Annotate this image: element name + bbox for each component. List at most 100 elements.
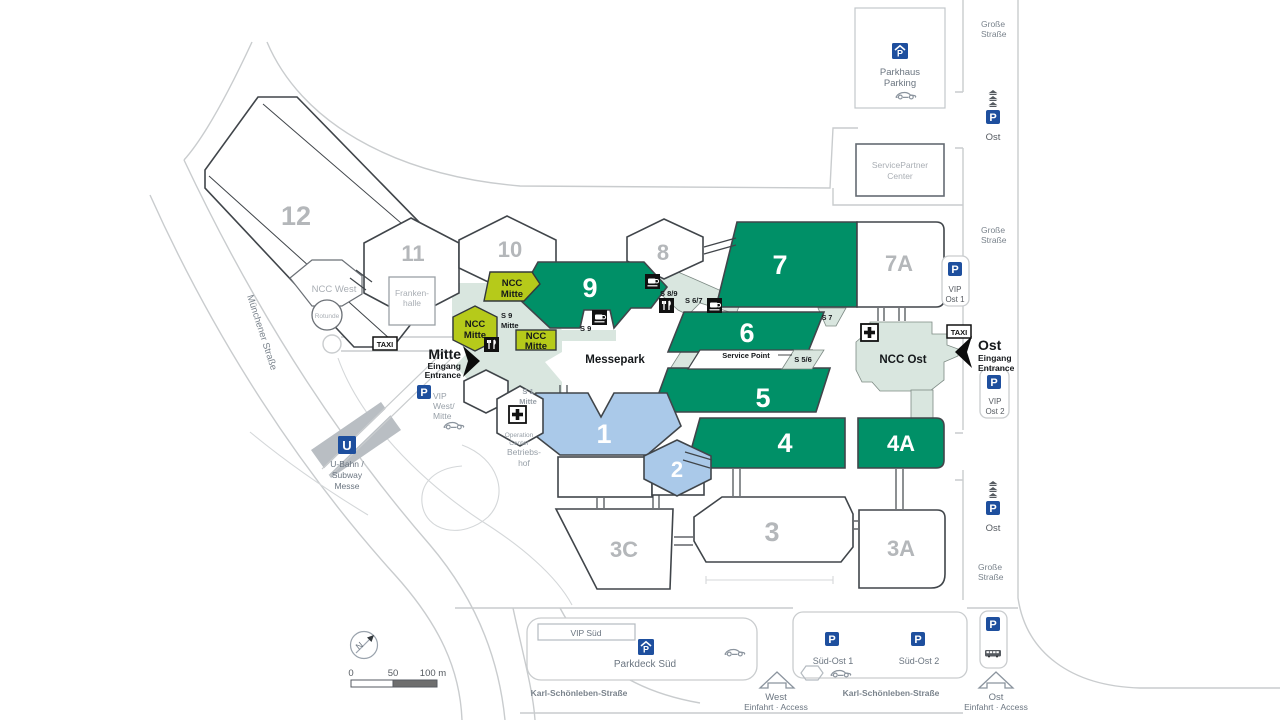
ncc-mitte-rect-l2: Mitte (525, 341, 547, 352)
vip-ost2-l2: Ost 2 (985, 407, 1005, 416)
hall-connectors (559, 237, 906, 546)
ost-entrance-eingang: Eingang (978, 353, 1012, 363)
hall-8-label: 8 (657, 240, 669, 265)
hall-1-shape (522, 392, 682, 456)
hall-3c-shape (554, 508, 674, 590)
ncc-mitte-hex-l1: NCC (465, 319, 486, 330)
hall-5-shape (650, 367, 832, 413)
s9-mitte-l2: Mitte (501, 321, 519, 330)
compass-north: N (354, 640, 365, 652)
parking-icon-vip-ost2 (987, 375, 1001, 390)
ncc-mitte-north (483, 271, 541, 302)
chevrons-icon (988, 90, 998, 107)
hall-4a-label: 4A (887, 431, 915, 456)
grosse-strasse-3-l1: Große (978, 562, 1002, 572)
hall-3-label: 3 (764, 517, 779, 547)
karl-strasse-west-label: Karl-Schönleben-Straße (531, 688, 628, 698)
s89-label: S 8/9 (660, 289, 678, 298)
halls (204, 96, 946, 590)
ost-access-arrow (977, 671, 1015, 689)
ost-entrance-entrance: Entrance (978, 363, 1015, 373)
mitte-entrance-entrance: Entrance (425, 370, 462, 380)
hall-11-label: 11 (401, 241, 424, 266)
s1-mitte-l1: S 1 (522, 387, 533, 396)
sued-ost-area (792, 611, 968, 679)
muenchener-strasse-label: Münchener Straße (244, 294, 279, 372)
hall-10-label: 10 (498, 237, 522, 262)
scale-0: 0 (348, 668, 353, 679)
west-access-name: West (765, 692, 787, 703)
hall-9-label: 9 (582, 273, 597, 303)
vip-sued-label: VIP Süd (570, 628, 601, 638)
betriebshof-l2: hof (518, 458, 530, 468)
hall-3a-label: 3A (887, 536, 915, 561)
servicepartner-l1: ServicePartner (872, 160, 928, 170)
hall-4a-shape (857, 417, 945, 469)
s56-label: S 5/6 (794, 355, 812, 364)
chevrons-icon (988, 481, 998, 498)
suedost1-label: Süd-Ost 1 (813, 656, 854, 666)
karl-strasse-ost-label: Karl-Schönleben-Straße (843, 688, 940, 698)
ncc-west-complex (289, 259, 373, 331)
hall-7a-label: 7A (885, 251, 913, 276)
bus-icon (985, 650, 1001, 658)
s1-mitte-l2: Mitte (519, 397, 537, 406)
vip-ost2-l1: VIP (989, 397, 1002, 406)
frankenhalle-building (388, 276, 436, 326)
hall-3a-shape (858, 509, 946, 589)
ncc-mitte-hex-l2: Mitte (464, 330, 486, 341)
vip-ost1-l2: Ost 1 (945, 295, 965, 304)
parking-icon-suedost2 (911, 632, 925, 647)
s67-label: S 6/7 (685, 296, 703, 305)
ncc-west-label: NCC West (312, 284, 357, 295)
operation-center-l2: Center (509, 440, 529, 447)
p-ost-south-label: Ost (986, 523, 1001, 534)
hall-9-shape (516, 261, 669, 330)
service-building (557, 456, 653, 498)
ncc-ost-building (855, 321, 959, 392)
cafe-icon-s9 (591, 309, 608, 326)
parking-icon-ost-north (986, 110, 1000, 125)
frankenhalle-l1: Franken- (395, 288, 429, 298)
servicepartner-building (855, 143, 945, 197)
hall-4-label: 4 (777, 428, 792, 458)
grosse-strasse-1-l2: Straße (981, 29, 1007, 39)
rotunde-label: Rotunde (315, 313, 340, 320)
parkdeck-sued-label: Parkdeck Süd (614, 659, 676, 670)
ncc-mitte-rect-l1: NCC (526, 331, 547, 342)
west-access-arrow (758, 671, 796, 689)
s9-mitte-l1: S 9 (501, 311, 512, 320)
ubahn-l2: Subway (332, 470, 363, 480)
mitte-entrance-name: Mitte (428, 346, 461, 362)
hall-2-shape (643, 439, 712, 497)
hall-5-label: 5 (755, 383, 770, 413)
hall-3c-label: 3C (610, 537, 638, 562)
ncc-mitte-rect (515, 329, 557, 351)
cafe-icon-89 (644, 273, 661, 290)
car-icon (443, 421, 465, 430)
ncc-mitte-north-l2: Mitte (501, 289, 523, 300)
scale-100: 100 m (420, 668, 446, 679)
vip-west-l2: West/ (433, 401, 455, 411)
s9-label: S 9 (580, 324, 591, 333)
west-access-label: Einfahrt · Access (744, 702, 808, 712)
ost-access-name: Ost (989, 692, 1004, 703)
service-point-label: Service Point (722, 351, 770, 360)
parking-icon-ost-south (986, 501, 1000, 516)
first-aid-icon-ncc-ost (860, 323, 879, 342)
restaurant-icon-mitte (483, 336, 500, 353)
suedost2-label: Süd-Ost 2 (899, 656, 940, 666)
hall-1-label: 1 (596, 419, 611, 449)
vip-ost1-l1: VIP (949, 285, 962, 294)
ncc-mitte-north-l1: NCC (502, 278, 523, 289)
ncc-ost-label: NCC Ost (879, 354, 926, 366)
frankenhalle-l2: halle (403, 298, 421, 308)
taxi-icon-ost (946, 324, 972, 339)
ncc-mitte-buildings (452, 271, 557, 352)
hall-7-label: 7 (772, 250, 787, 280)
grosse-strasse-2-l2: Straße (981, 235, 1007, 245)
vip-west-l1: VIP (433, 391, 447, 401)
ubahn-l1: U-Bahn / (330, 459, 364, 469)
